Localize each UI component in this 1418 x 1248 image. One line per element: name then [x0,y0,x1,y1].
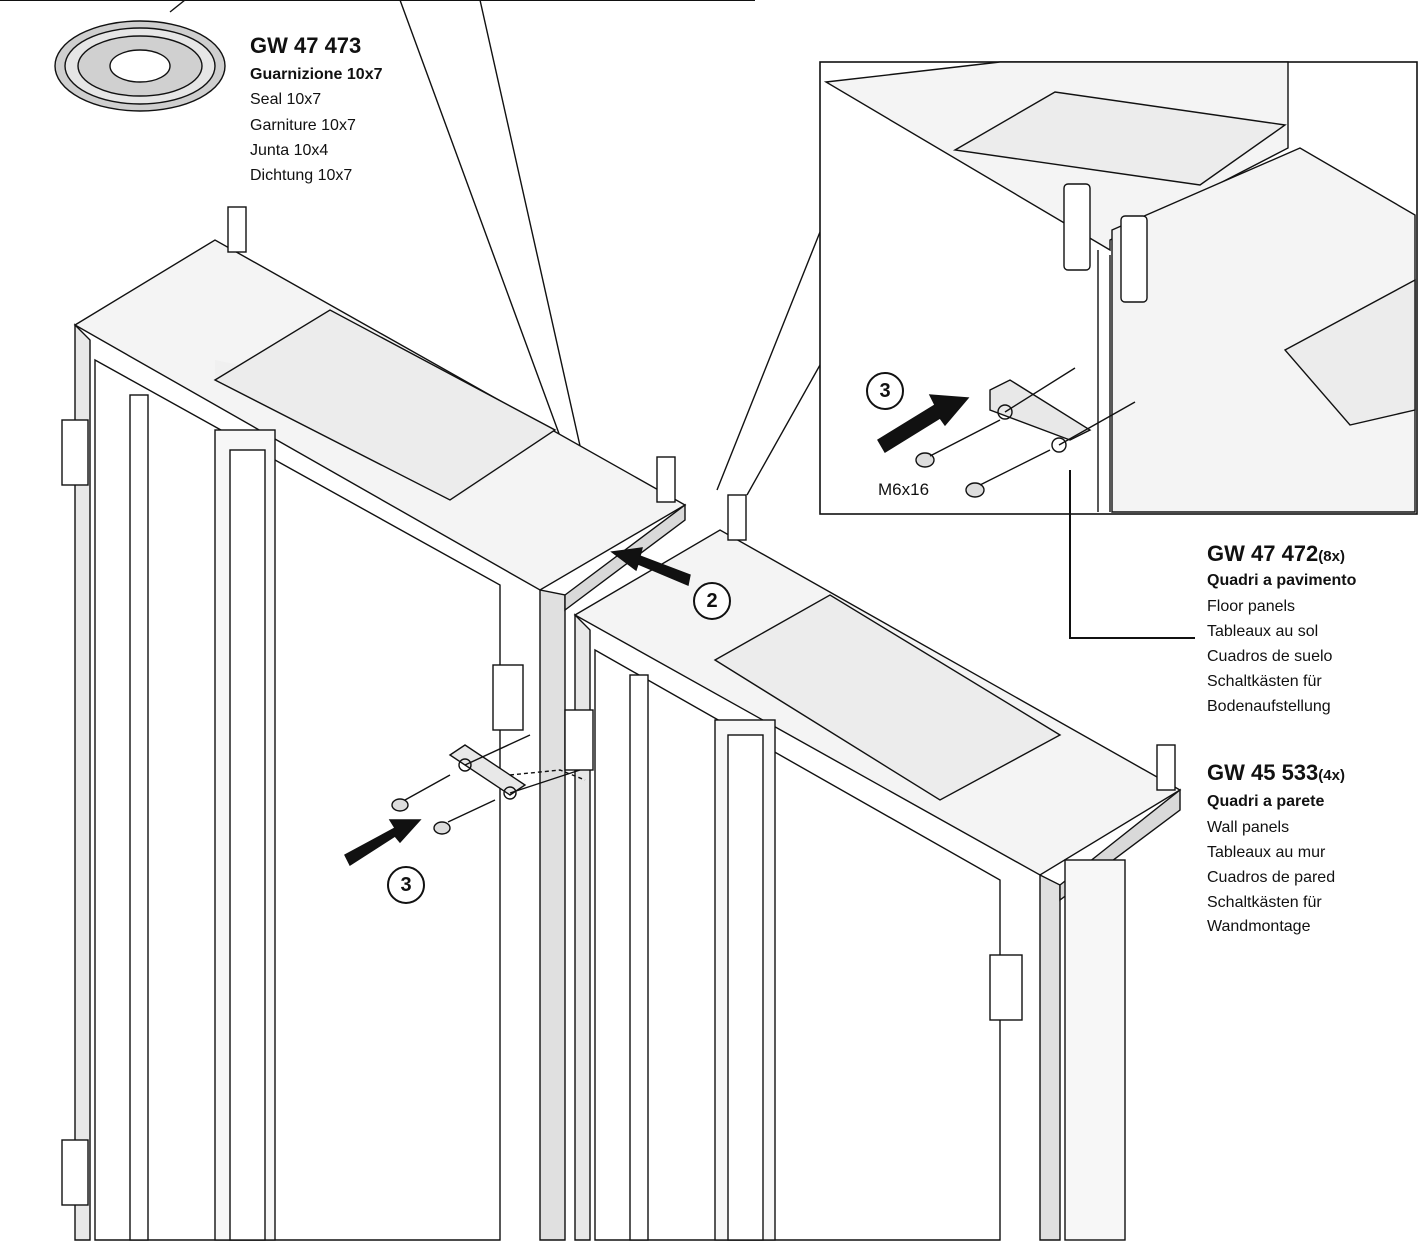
wall-code-text: GW 45 533 [1207,760,1319,785]
seal-line: Junta 10x4 [250,142,329,159]
detail-inset [819,61,1418,515]
left-cabinet [61,206,687,1241]
wall-line: Tableaux au mur [1207,844,1326,861]
wall-line: Wandmontage [1207,918,1311,935]
right-cabinet [564,494,1182,1241]
screw-size-label: M6x16 [878,480,930,499]
arrow-icon [610,547,691,586]
wall-code: GW 45 533(4x) [1207,760,1345,786]
wall-line: Schaltkästen für [1207,894,1322,911]
floor-line: Schaltkästen für [1207,673,1322,690]
floor-code: GW 47 472(8x) [1207,541,1345,567]
seal-coil-icon [54,20,226,112]
seal-code: GW 47 473 [250,33,362,58]
floor-title: Quadri a pavimento [1207,572,1357,589]
step-3-detail-marker: 3 [866,372,904,410]
floor-code-text: GW 47 472 [1207,541,1319,566]
step-3-marker: 3 [387,866,425,904]
floor-qty: (8x) [1318,548,1345,565]
seal-line: Seal 10x7 [250,91,322,108]
wall-qty: (4x) [1318,767,1345,784]
seal-title: Guarnizione 10x7 [250,66,383,83]
arrow-icon [344,819,422,867]
floor-line: Bodenaufstellung [1207,698,1331,715]
floor-line: Floor panels [1207,598,1296,615]
seal-line: Garniture 10x7 [250,117,356,134]
joining-bracket [448,734,586,800]
wall-title: Quadri a parete [1207,793,1325,810]
wall-line: Cuadros de pared [1207,869,1336,886]
floor-line: Cuadros de suelo [1207,648,1333,665]
screw-icon [391,774,496,835]
step-2-marker: 2 [693,582,731,620]
leader-line-floor [1069,470,1195,639]
wall-line: Wall panels [1207,819,1290,836]
seal-line: Dichtung 10x7 [250,167,353,184]
floor-line: Tableaux au sol [1207,623,1319,640]
